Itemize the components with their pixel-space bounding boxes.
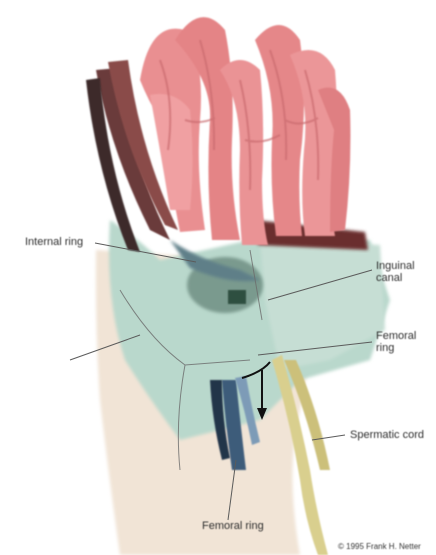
- label-femoral-ring-bottom: Femoral ring: [202, 520, 264, 532]
- label-spermatic-cord: Spermatic cord: [350, 429, 424, 441]
- ring-dark-spot: [228, 290, 246, 304]
- label-inguinal-canal: Inguinal canal: [376, 260, 428, 284]
- small-intestine-loops: [140, 17, 350, 245]
- copyright-notice: © 1995 Frank H. Netter: [338, 541, 421, 553]
- label-femoral-ring: Femoral ring: [376, 330, 428, 354]
- label-internal-ring: Internal ring: [25, 236, 83, 248]
